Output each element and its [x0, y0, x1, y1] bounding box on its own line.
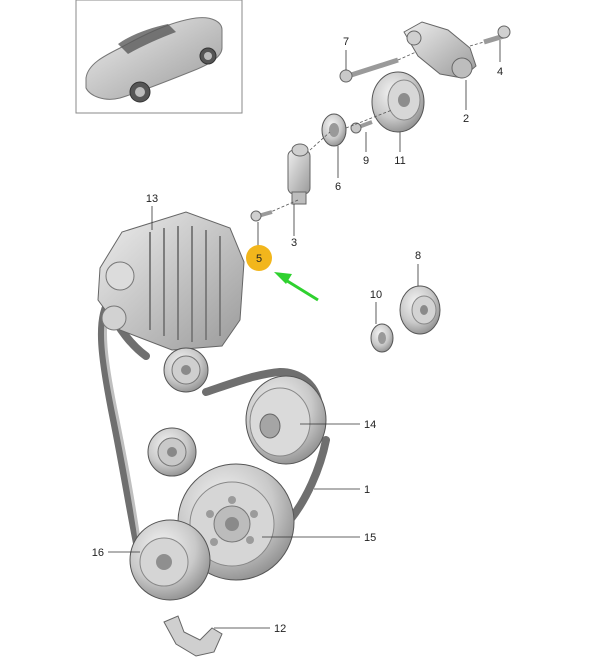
bolt-9	[350, 120, 373, 134]
callout-7: 7	[343, 36, 349, 48]
callout-2: 2	[463, 113, 469, 125]
callout-13: 13	[146, 193, 158, 205]
callout-labels: 7 4 2 11 9 6 13 3 5 8 10 14 1 15 16 12	[92, 36, 503, 635]
callout-8: 8	[415, 250, 421, 262]
callout-5: 5	[256, 253, 262, 265]
bracket	[163, 615, 223, 657]
pulley-8	[399, 285, 441, 335]
bolt-4	[483, 25, 511, 45]
callout-11: 11	[394, 155, 405, 167]
pulley-11	[371, 71, 425, 133]
bolt-5	[250, 210, 273, 222]
damper-3	[287, 143, 311, 205]
pulley-16	[129, 519, 211, 601]
callout-3: 3	[291, 237, 297, 249]
callout-10: 10	[370, 289, 382, 301]
callout-14: 14	[364, 419, 376, 431]
callout-16: 16	[92, 547, 104, 559]
washer-6	[321, 113, 347, 147]
idler-pulley	[147, 427, 197, 477]
pulley-14	[245, 375, 327, 465]
alternator-pulley	[163, 347, 209, 393]
callout-1: 1	[364, 484, 370, 496]
callout-4: 4	[497, 66, 503, 78]
vehicle-thumbnail	[75, 0, 243, 114]
callout-9: 9	[363, 155, 369, 167]
leader-lines	[108, 40, 501, 629]
tensioner-assembly	[403, 21, 477, 79]
alternator	[97, 211, 245, 351]
callout-6: 6	[335, 181, 341, 193]
bolt-7	[339, 57, 399, 83]
pointer-arrow	[274, 272, 319, 302]
callout-15: 15	[364, 532, 376, 544]
callout-12: 12	[274, 623, 286, 635]
highlight-marker	[246, 245, 272, 271]
washer-10	[370, 323, 394, 353]
